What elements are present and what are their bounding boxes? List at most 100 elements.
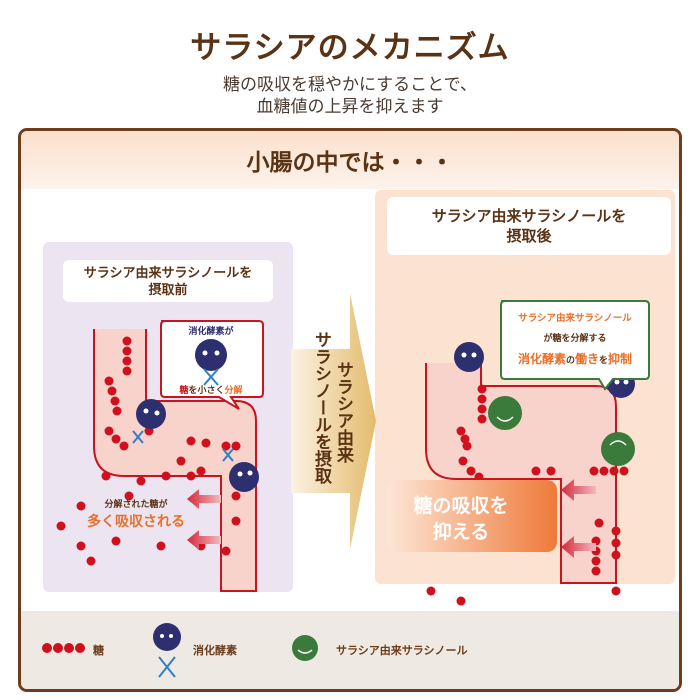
sugar-dot bbox=[458, 456, 468, 466]
sugar-dot bbox=[609, 466, 619, 476]
arrow-text-1: サラシア由来 bbox=[333, 361, 355, 464]
sugar-dot bbox=[122, 346, 132, 356]
absorb-arrow bbox=[561, 536, 596, 558]
illustration: 消化酵素が 糖を小さく分解 分解された糖が 多く吸収される サラシノールを摂取 … bbox=[56, 293, 650, 606]
legend-enzyme: 消化酵素 bbox=[193, 644, 237, 657]
sugar-dot bbox=[611, 538, 621, 548]
sugar-dot bbox=[176, 456, 186, 466]
sugar-dot bbox=[111, 536, 121, 546]
sugar-dot bbox=[86, 556, 96, 566]
bubble-mid: を小さく bbox=[188, 384, 224, 396]
after-label: サラシア由来サラシノールを 摂取後 bbox=[387, 197, 671, 255]
sugar-dot bbox=[231, 491, 241, 501]
sugar-dot bbox=[474, 472, 484, 482]
sugar-dot bbox=[591, 556, 601, 566]
sugar-dot bbox=[477, 394, 487, 404]
sugar-dot bbox=[111, 434, 121, 444]
intestine-before bbox=[93, 329, 257, 592]
before-label-line-2: 摂取前 bbox=[148, 283, 188, 298]
legend: 糖 消化酵素 サラシア由来サラシノール bbox=[21, 611, 679, 689]
arrow-text-2: サラシノールを摂取 bbox=[311, 331, 332, 485]
sugar-dot bbox=[589, 466, 599, 476]
b3e: 抑制 bbox=[608, 351, 632, 366]
absorb-arrow bbox=[187, 530, 221, 550]
sugar-dot bbox=[156, 541, 166, 551]
sugar-dot bbox=[124, 491, 134, 501]
bubble-text-bottom: 糖を小さく分解 bbox=[179, 384, 242, 396]
sugar-dot bbox=[460, 434, 470, 444]
enzyme-legend-icon bbox=[153, 623, 181, 678]
sugar-dot bbox=[122, 336, 132, 346]
sugar-dot bbox=[611, 526, 621, 536]
sugar-dot bbox=[456, 596, 466, 606]
bubble-text-top: 消化酵素が bbox=[188, 325, 234, 337]
salacinol-character bbox=[601, 432, 635, 466]
sugar-legend-icon bbox=[42, 643, 85, 653]
sugar-dot bbox=[599, 466, 609, 476]
before-label-line-1: サラシア由来サラシノールを bbox=[83, 266, 253, 281]
caption-small: 分解された糖が bbox=[104, 498, 168, 510]
sugar-dot bbox=[186, 436, 196, 446]
enzyme-character bbox=[195, 339, 227, 386]
sugar-dot bbox=[101, 471, 111, 481]
sugar-dot bbox=[161, 471, 171, 481]
sugar-dot bbox=[107, 386, 117, 396]
breakdown-word: 分解 bbox=[225, 384, 243, 396]
legend-sugar: 糖 bbox=[93, 644, 104, 657]
bubble-line-3: 消化酵素の働きを抑制 bbox=[518, 351, 632, 366]
sugar-dot bbox=[477, 384, 487, 394]
sugar-dot bbox=[104, 376, 114, 386]
page-title: サラシアのメカニズム bbox=[190, 30, 510, 66]
sugar-dot bbox=[466, 466, 476, 476]
sugar-dot bbox=[76, 501, 86, 511]
after-label-line-2: 摂取後 bbox=[506, 227, 552, 245]
b3b: の bbox=[566, 355, 575, 366]
salacinol-legend-icon bbox=[292, 635, 318, 661]
bubble-line-2: が糖を分解する bbox=[543, 332, 606, 344]
sugar-dot bbox=[201, 438, 211, 448]
sugar-dot bbox=[110, 396, 120, 406]
sugar-dot bbox=[546, 466, 556, 476]
sugar-dots bbox=[56, 336, 629, 606]
absorb-arrow bbox=[187, 489, 221, 509]
sugar-dot bbox=[611, 550, 621, 560]
b3d: を bbox=[599, 355, 608, 366]
enzyme-character bbox=[454, 342, 484, 372]
sugar-word: 糖 bbox=[179, 384, 188, 396]
enzyme-character bbox=[222, 448, 259, 492]
sugar-dot bbox=[76, 541, 86, 551]
enzyme-character bbox=[132, 399, 166, 444]
sugar-dot bbox=[136, 476, 146, 486]
sugar-dot bbox=[119, 441, 129, 451]
legend-salacinol: サラシア由来サラシノール bbox=[336, 644, 468, 657]
sugar-dot bbox=[122, 356, 132, 366]
sugar-dot bbox=[594, 518, 604, 528]
sugar-dot bbox=[591, 566, 601, 576]
sugar-dot bbox=[221, 441, 231, 451]
sugar-dot bbox=[112, 406, 122, 416]
sugar-dot bbox=[196, 466, 206, 476]
caption-big: 多く吸収される bbox=[87, 513, 185, 530]
after-label-line-1: サラシア由来サラシノールを bbox=[431, 207, 627, 225]
sugar-dot bbox=[231, 516, 241, 526]
sugar-dot bbox=[611, 586, 621, 596]
section-title: 小腸の中では・・・ bbox=[246, 150, 454, 176]
result-box bbox=[387, 480, 557, 552]
sugar-dot bbox=[186, 471, 196, 481]
b3a: 消化酵素 bbox=[518, 351, 566, 366]
subtitle-line-2: 血糖値の上昇を抑えます bbox=[256, 97, 444, 117]
result-line-1: 糖の吸収を bbox=[413, 494, 508, 517]
sugar-dot bbox=[104, 426, 114, 436]
mechanism-frame: 小腸の中では・・・ サラシア由来サラシノールを 摂取前 サラシア由来サラシノール… bbox=[18, 128, 682, 692]
sugar-dot bbox=[477, 404, 487, 414]
salacinol-character bbox=[488, 396, 522, 430]
sugar-dot bbox=[477, 414, 487, 424]
absorb-arrow bbox=[561, 479, 596, 501]
sugar-dot bbox=[221, 546, 231, 556]
subtitle-line-1: 糖の吸収を穏やかにすることで、 bbox=[223, 75, 477, 95]
sugar-dot bbox=[462, 441, 472, 451]
sugar-dot bbox=[231, 441, 241, 451]
section-header: 小腸の中では・・・ bbox=[21, 131, 679, 189]
b3c: 働き bbox=[574, 351, 599, 366]
sugar-dot bbox=[456, 426, 466, 436]
